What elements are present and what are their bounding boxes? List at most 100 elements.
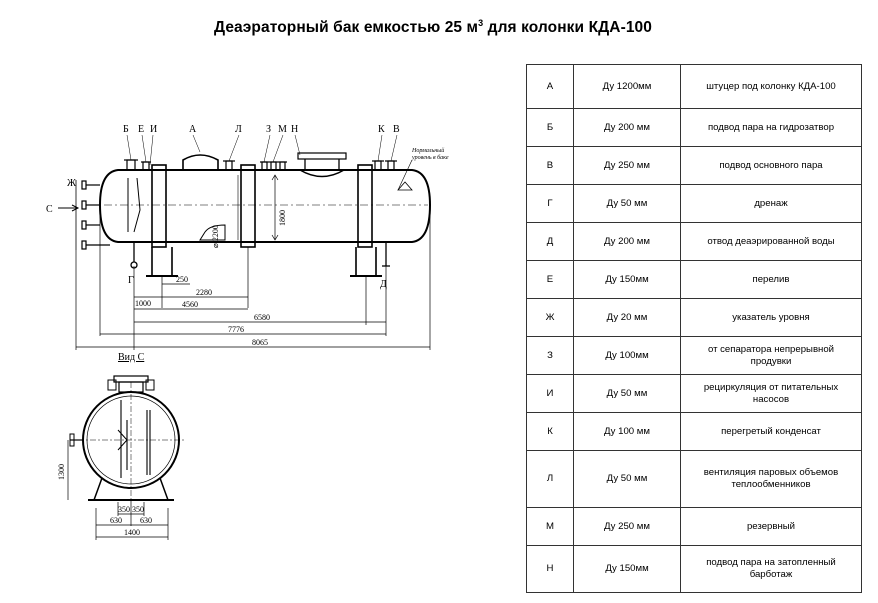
nozzle-purpose-line: насосов xyxy=(752,393,790,405)
nozzle-purpose: указатель уровня xyxy=(680,298,862,337)
dim-8065: 8065 xyxy=(252,338,268,347)
section-dim-630-left: 630 xyxy=(110,516,122,525)
nozzle-purpose-line: штуцер под колонку КДА-100 xyxy=(706,80,836,92)
vessel-shell xyxy=(98,169,432,243)
nozzle-purpose: штуцер под колонку КДА-100 xyxy=(680,64,862,109)
nozzle-code: Д xyxy=(526,222,574,261)
label-d: Д xyxy=(380,279,387,290)
ring-right xyxy=(357,164,373,248)
section-dim-630-right: 630 xyxy=(140,516,152,525)
nozzle-diameter: Ду 250 мм xyxy=(573,507,681,546)
nozzle-purpose-line: дренаж xyxy=(754,197,788,209)
nozzle-a-dome xyxy=(182,154,219,170)
nozzle-purpose-line: отвод деаэрированной воды xyxy=(707,235,835,247)
nozzle-purpose-line: указатель уровня xyxy=(732,311,810,323)
nozzle-purpose-line: перелив xyxy=(752,273,790,285)
dim-250: 250 xyxy=(176,275,188,284)
left-nozzles xyxy=(75,180,110,250)
label-n: Н xyxy=(291,124,298,135)
nozzle-diameter: Ду 50 мм xyxy=(573,374,681,413)
nozzle-purpose-line: подвод пара на затопленный xyxy=(706,557,836,568)
nozzle-diameter: Ду 1200мм xyxy=(573,64,681,109)
section-dim-1400: 1400 xyxy=(124,528,140,537)
nozzle-purpose: резервный xyxy=(680,507,862,546)
label-m: М xyxy=(278,124,287,135)
nozzle-n-flange xyxy=(297,152,347,160)
section-dim-350-left: 350 xyxy=(118,505,130,514)
nozzle-code: К xyxy=(526,412,574,451)
nozzle-code: И xyxy=(526,374,574,413)
nozzle-code: Б xyxy=(526,108,574,147)
nozzle-diameter: Ду 150мм xyxy=(573,545,681,593)
nozzle-code: Е xyxy=(526,260,574,299)
section-view-c: Вид С 1300 350 350 630 630 xyxy=(57,352,184,540)
view-c-label: Вид С xyxy=(118,352,145,363)
dim-1000: 1000 xyxy=(135,299,151,308)
nozzle-diameter: Ду 150мм xyxy=(573,260,681,299)
label-zh: Ж xyxy=(67,178,76,189)
nozzle-purpose: дренаж xyxy=(680,184,862,223)
label-e: Е xyxy=(138,124,144,135)
dimension-lines xyxy=(75,210,431,350)
nozzle-code: Ж xyxy=(526,298,574,337)
nozzle-purpose-line: продувки xyxy=(750,355,792,367)
height-1800-label: 1800 xyxy=(278,210,287,226)
nozzle-diameter: Ду 50 мм xyxy=(573,450,681,508)
nozzle-purpose-line: барботаж xyxy=(749,569,793,580)
nozzle-code: А xyxy=(526,64,574,109)
nozzle-code: Л xyxy=(526,450,574,508)
nozzle-diameter: Ду 50 мм xyxy=(573,184,681,223)
title-text: Деаэраторный бак емкостью 25 м xyxy=(213,19,479,37)
nozzle-purpose: подвод пара на гидрозатвор xyxy=(680,108,862,147)
nozzle-purpose-line: подвод основного пара xyxy=(719,159,823,171)
support-left xyxy=(151,247,173,277)
nozzle-n-dish xyxy=(299,169,345,178)
label-c: С xyxy=(46,204,53,215)
nozzle-code: М xyxy=(526,507,574,546)
label-k: К xyxy=(378,124,385,135)
page-title: Деаэраторный бак емкостью 25 м3 для коло… xyxy=(0,18,878,37)
label-v: В xyxy=(393,124,400,135)
label-i: И xyxy=(150,124,157,135)
nozzle-purpose-line: от сепаратора непрерывной xyxy=(707,343,835,355)
top-letter-labels: Б Е И А Л З М Н К В Ж С Г Д Нормальный у… xyxy=(46,124,449,290)
normal-level-line2: уровень в баке xyxy=(411,154,449,161)
nozzle-purpose: перелив xyxy=(680,260,862,299)
nozzle-purpose: перегретый конденсат xyxy=(680,412,862,451)
nozzle-diameter: Ду 20 мм xyxy=(573,298,681,337)
dim-4560: 4560 xyxy=(182,300,198,309)
leader-lines xyxy=(126,134,398,166)
ring-middle xyxy=(240,164,256,248)
nozzle-diameter: Ду 200 мм xyxy=(573,108,681,147)
title-superscript: 3 xyxy=(478,18,484,28)
internal-pipe xyxy=(127,177,141,233)
nozzle-purpose-line: теплообменников xyxy=(731,479,811,490)
nozzle-purpose-line: вентиляция паровых объемов xyxy=(703,467,839,478)
nozzle-code: Н xyxy=(526,545,574,593)
nozzle-diameter: Ду 100 мм xyxy=(573,412,681,451)
dim-7776: 7776 xyxy=(228,325,244,334)
title-rest: для колонки КДА-100 xyxy=(483,19,652,37)
nozzle-purpose-line: рециркуляция от питательных xyxy=(703,381,839,393)
dim-2280: 2280 xyxy=(196,288,212,297)
nozzle-code: З xyxy=(526,336,574,375)
nozzle-diameter: Ду 200 мм xyxy=(573,222,681,261)
